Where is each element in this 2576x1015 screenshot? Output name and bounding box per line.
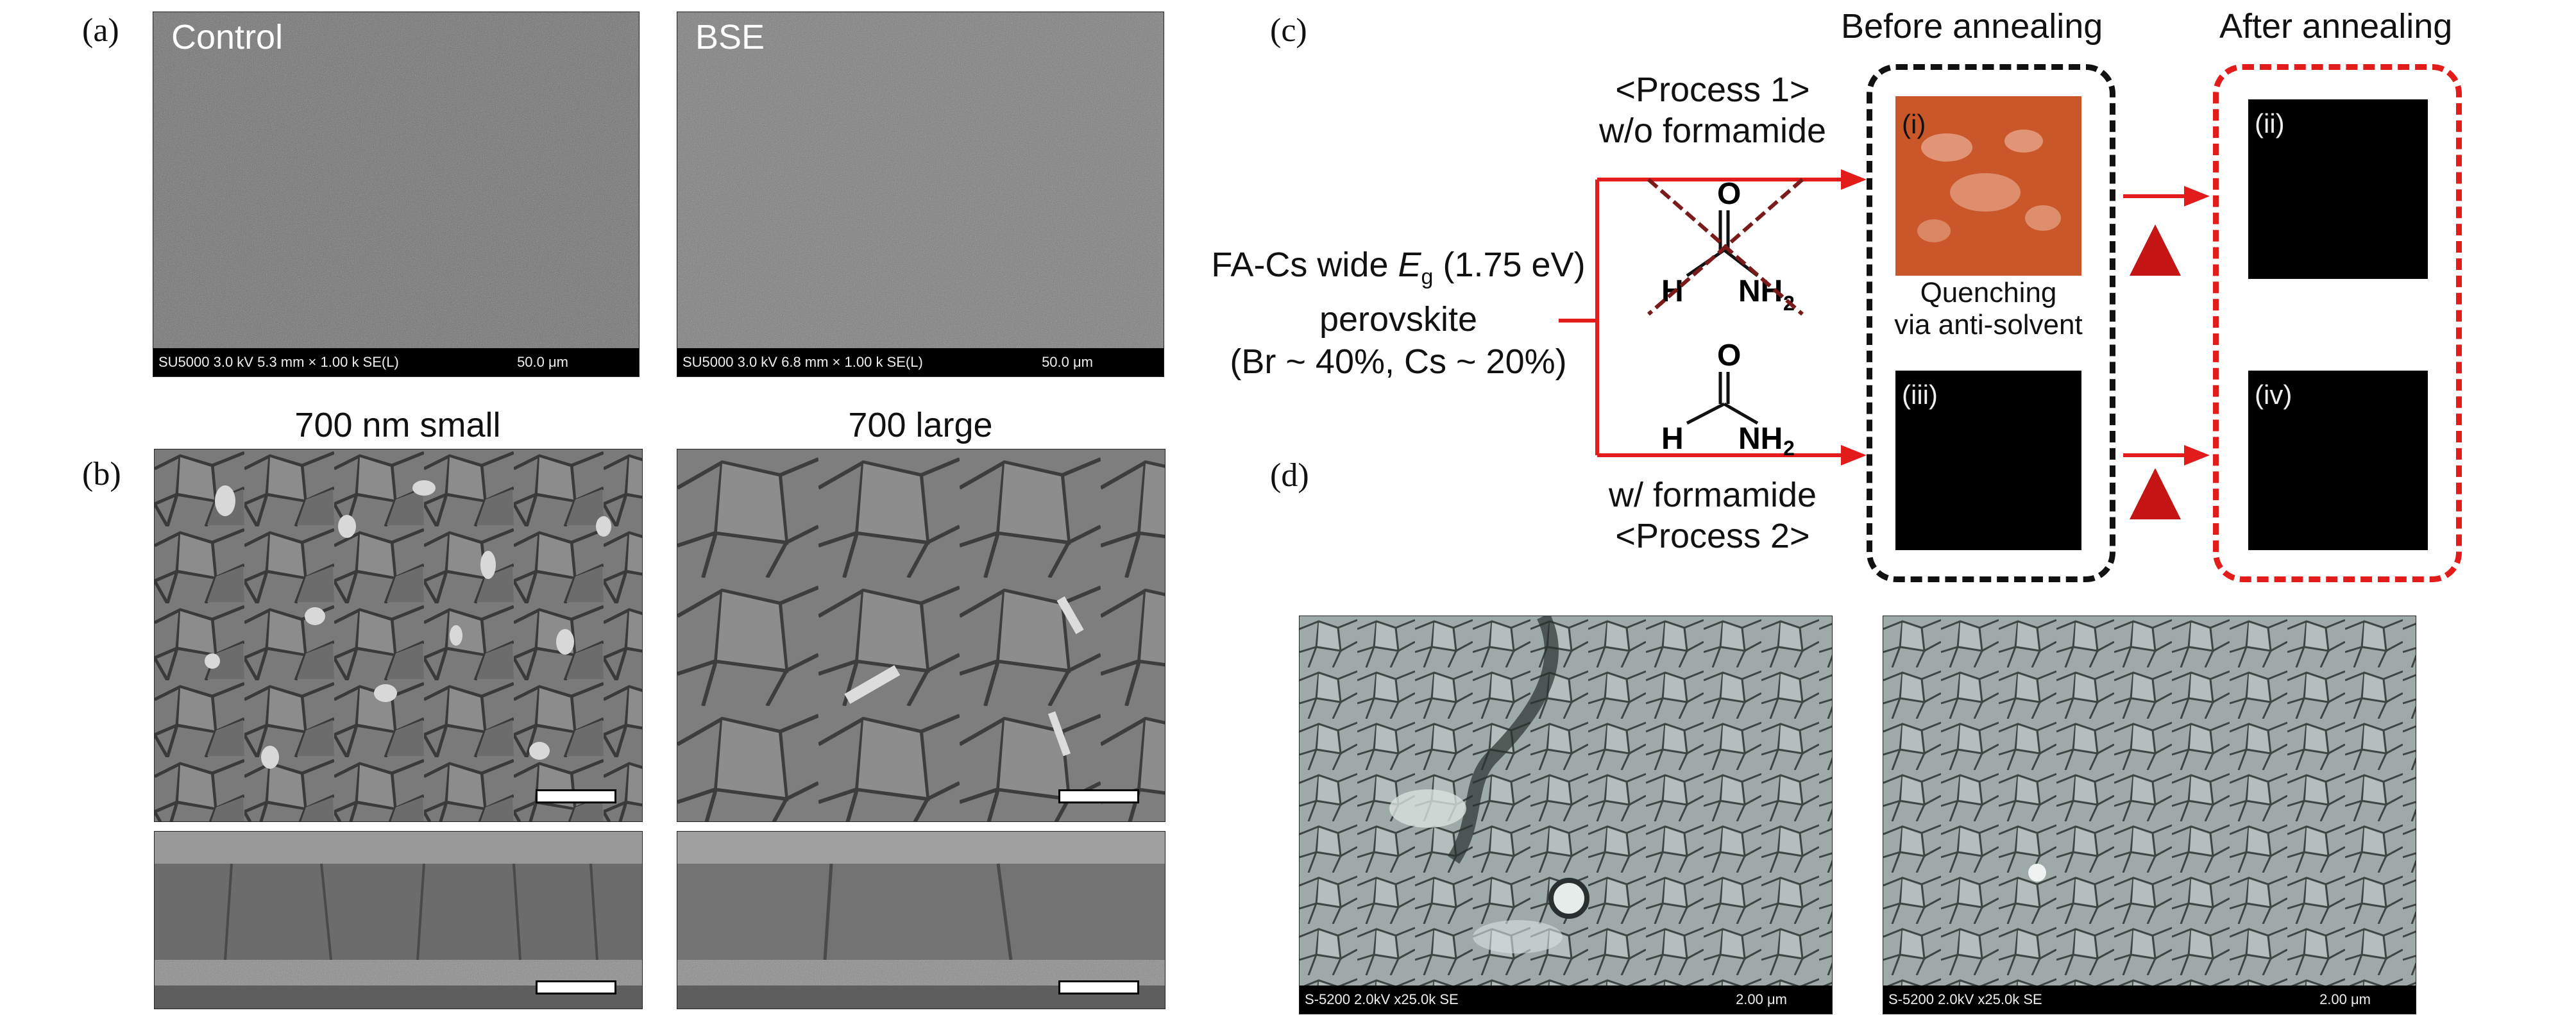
sem-info-bar: S-5200 2.0kV x25.0k SE 2.00 μm [1883, 986, 2416, 1014]
sem-info-bar: SU5000 3.0 kV 6.8 mm × 1.00 k SE(L) 50.0… [677, 348, 1164, 376]
sem-topview-small [154, 449, 643, 822]
svg-text:NH: NH [1738, 422, 1783, 455]
sem-scale-text: 50.0 μm [517, 354, 568, 370]
process-2-label: w/ formamide <Process 2> [1565, 474, 1860, 557]
without-formamide-text: w/o formamide [1598, 112, 1827, 150]
sem-grain-texture [1300, 616, 1832, 1014]
formamide-structure-crossed: O H NH 2 [1647, 177, 1804, 316]
panel-c-label: (c) [1270, 12, 1307, 49]
sem-info-text: SU5000 3.0 kV 6.8 mm × 1.00 k SE(L) [682, 354, 923, 370]
sem-crosssection-small [154, 831, 643, 1009]
sem-crosssection-texture [677, 832, 1165, 1009]
film-mottled-texture [1917, 130, 2061, 242]
sem-image-control: Control SU5000 3.0 kV 5.3 mm × 1.00 k SE… [153, 12, 640, 377]
process-2-title: <Process 2> [1615, 517, 1810, 555]
header-after-annealing: After annealing [2219, 7, 2453, 46]
scale-bar [1058, 980, 1139, 994]
process-1-title: <Process 1> [1615, 71, 1810, 109]
sem-texture [677, 12, 1164, 376]
sem-grain-texture [155, 449, 642, 821]
heating-triangle-icon [2130, 224, 2181, 276]
sem-image-d-right: S-5200 2.0kV x25.0k SE 2.00 μm [1883, 616, 2416, 1014]
sem-scale-text: 2.00 μm [1736, 991, 1787, 1007]
sem-info-text: SU5000 3.0 kV 5.3 mm × 1.00 k SE(L) [158, 354, 399, 370]
material-line-2: perovskite [1319, 299, 1478, 339]
annealing-arrows [2123, 186, 2210, 519]
sem-grain-texture [677, 449, 1165, 821]
panel-b-label: (b) [82, 456, 121, 492]
process-1-label: <Process 1> w/o formamide [1565, 69, 1860, 151]
panel-d-label: (d) [1270, 457, 1309, 494]
sem-scale-text: 50.0 μm [1042, 354, 1093, 370]
panel-a-label: (a) [82, 12, 119, 49]
sem-info-bar: S-5200 2.0kV x25.0k SE 2.00 μm [1300, 986, 1832, 1014]
material-line-3: (Br ~ 40%, Cs ~ 20%) [1230, 342, 1567, 381]
formamide-structure: O H NH 2 [1661, 340, 1795, 455]
svg-text:O: O [1717, 340, 1741, 373]
sem-scale-text: 2.00 μm [2319, 991, 2371, 1007]
sem-info-text: S-5200 2.0kV x25.0k SE [1888, 991, 2042, 1007]
label-i: (i) [1902, 109, 1926, 139]
sem-image-bse: BSE SU5000 3.0 kV 6.8 mm × 1.00 k SE(L) … [677, 12, 1164, 377]
label-iii: (iii) [1902, 380, 1938, 410]
quenching-caption: Quenching via anti-solvent [1873, 277, 2104, 341]
with-formamide-text: w/ formamide [1608, 476, 1817, 514]
scale-bar [536, 789, 616, 803]
sem-info-text: S-5200 2.0kV x25.0k SE [1305, 991, 1459, 1007]
before-annealing-box [1867, 64, 2115, 582]
scale-bar [1058, 789, 1139, 803]
heating-triangle-icon [2130, 468, 2181, 519]
label-ii: (ii) [2255, 108, 2285, 138]
perovskite-description: FA-Cs wide Eg (1.75 eV) perovskite (Br ~… [1193, 244, 1604, 383]
after-annealing-box [2213, 64, 2462, 582]
film-photo-i-orange: (i) [1895, 96, 2081, 276]
film-photo-iii-black: (iii) [1895, 371, 2081, 550]
sem-title-bse: BSE [695, 18, 765, 56]
material-line-1: FA-Cs wide Eg (1.75 eV) [1211, 246, 1586, 289]
svg-text:H: H [1661, 422, 1684, 455]
sem-topview-large [677, 449, 1165, 822]
quenching-line-1: Quenching [1920, 277, 2057, 308]
scale-bar [536, 980, 616, 994]
sem-image-d-left: S-5200 2.0kV x25.0k SE 2.00 μm [1299, 616, 1833, 1014]
sem-texture [153, 12, 639, 376]
process-branch-arrows [1559, 169, 1867, 466]
film-photo-iv-black: (iv) [2248, 371, 2428, 550]
column-title-700nm-small: 700 nm small [294, 406, 501, 444]
sem-crosssection-large [677, 831, 1165, 1009]
sem-info-bar: SU5000 3.0 kV 5.3 mm × 1.00 k SE(L) 50.0… [153, 348, 639, 376]
column-title-700-large: 700 large [848, 406, 993, 444]
header-before-annealing: Before annealing [1841, 7, 2103, 46]
svg-text:2: 2 [1783, 437, 1795, 455]
sem-crosssection-texture [155, 832, 642, 1009]
film-photo-ii-black: (ii) [2248, 99, 2428, 279]
label-iv: (iv) [2255, 380, 2292, 410]
quenching-line-2: via anti-solvent [1894, 309, 2083, 340]
svg-text:O: O [1717, 177, 1741, 211]
sem-title-control: Control [171, 18, 284, 56]
sem-grain-texture [1883, 616, 2416, 1014]
